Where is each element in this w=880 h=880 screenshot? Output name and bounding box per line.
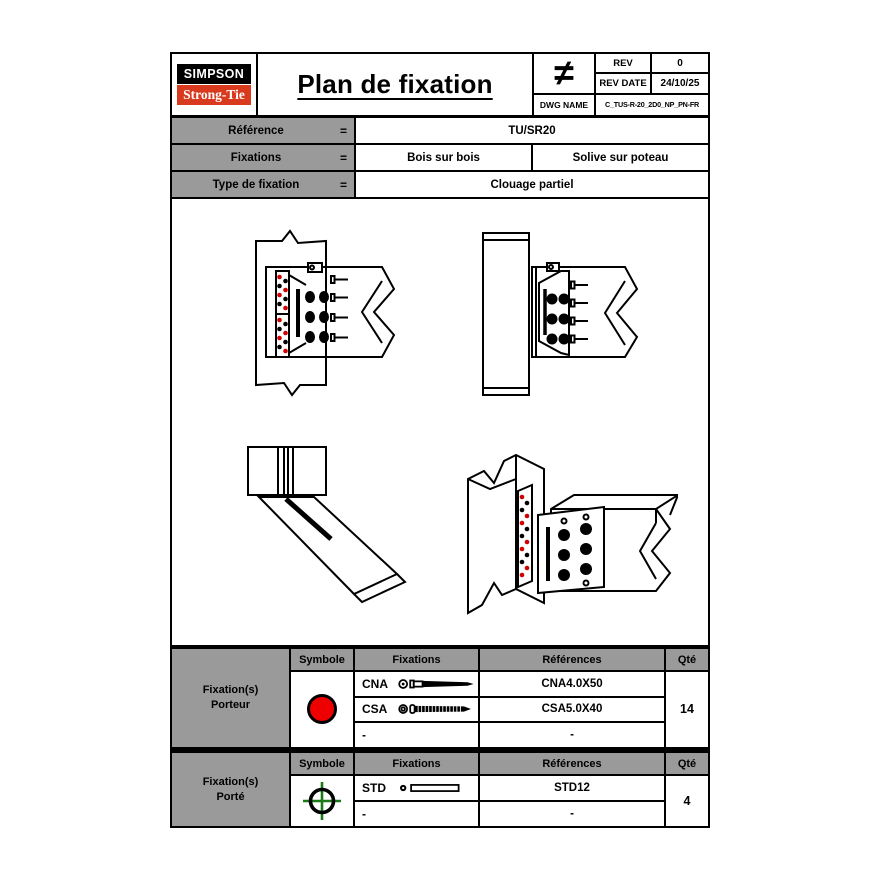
col-header-qte: Qté — [666, 649, 708, 670]
fixation-row-csa: CSA — [355, 697, 478, 722]
dwg-name-label: DWG NAME — [534, 94, 594, 115]
rev-label: REV — [596, 54, 650, 73]
reference-label-cell: Référence = — [172, 118, 356, 143]
reference-empty: - — [480, 802, 664, 826]
porteur-qty: 14 — [666, 672, 708, 747]
reference-csa: CSA5.0X40 — [480, 697, 664, 722]
title-cell: Plan de fixation — [258, 54, 532, 115]
fixation-row-empty: - — [355, 802, 478, 826]
fixation-type-row: Type de fixation = Clouage partiel — [172, 172, 708, 199]
porteur-symbol-cell — [291, 672, 353, 747]
plan-view-drawing — [247, 446, 407, 604]
fixation-row-empty: - — [355, 723, 478, 747]
installed-nails — [305, 291, 329, 343]
fixations-value-1: Bois sur bois — [407, 151, 480, 164]
fixation-code: CNA — [362, 676, 388, 691]
reference-value: TU/SR20 — [508, 124, 556, 137]
drawing-area — [172, 199, 708, 647]
dwg-name-value: C_TUS-R-20_2D0_NP_PN-FR — [596, 94, 708, 115]
col-header-references: Références — [480, 753, 664, 774]
isometric-view-drawing — [467, 453, 678, 615]
fixation-code: - — [362, 807, 366, 821]
table-separator — [172, 747, 708, 751]
fixations-label-cell: Fixations = — [172, 145, 356, 170]
dowel-icon — [399, 784, 460, 792]
porte-fixations-table: Fixation(s) Porté Symbole Fixations Réfé… — [172, 751, 708, 826]
equals-sign: = — [339, 150, 347, 165]
porte-group-label: Fixation(s) Porté — [172, 753, 289, 826]
front-view-drawing — [255, 229, 396, 397]
porteur-group-label: Fixation(s) Porteur — [172, 649, 289, 747]
crosshair-symbol-icon — [303, 782, 341, 820]
porte-qty: 4 — [666, 776, 708, 826]
installed-nails — [546, 293, 570, 345]
nail-icon — [398, 678, 474, 689]
nail-hole-pattern — [277, 274, 288, 354]
col-header-qte: Qté — [666, 753, 708, 774]
logo-simpson: SIMPSON — [177, 64, 251, 84]
revision-block: ≠ REV 0 REV DATE 24/10/25 DWG NAME C_TUS… — [532, 54, 708, 115]
logo-strongtie: Strong-Tie — [177, 85, 251, 105]
page-title: Plan de fixation — [297, 69, 493, 99]
fixations-value-2: Solive sur poteau — [531, 145, 708, 170]
rev-date-value: 24/10/25 — [652, 74, 708, 93]
col-header-fixations: Fixations — [355, 649, 478, 670]
fixations-row: Fixations = Bois sur bois Solive sur pot… — [172, 145, 708, 172]
col-header-fixations: Fixations — [355, 753, 478, 774]
screw-icon — [398, 704, 471, 715]
porteur-fixations-table: Fixation(s) Porteur Symbole Fixations Ré… — [172, 647, 708, 747]
title-block: SIMPSON Strong-Tie Plan de fixation ≠ RE… — [172, 54, 708, 118]
protruding-nails — [570, 280, 588, 344]
col-header-references: Références — [480, 649, 664, 670]
reference-empty: - — [480, 723, 664, 747]
rev-date-label: REV DATE — [596, 74, 650, 93]
reference-row: Référence = TU/SR20 — [172, 118, 708, 145]
fixation-type-label-cell: Type de fixation = — [172, 172, 356, 197]
hole-rings — [560, 513, 590, 587]
col-header-symbole: Symbole — [291, 753, 353, 774]
equals-sign: = — [339, 177, 347, 192]
brand-logo: SIMPSON Strong-Tie — [172, 54, 258, 115]
reference-std: STD12 — [480, 776, 664, 800]
col-header-symbole: Symbole — [291, 649, 353, 670]
protruding-nails — [330, 275, 348, 342]
side-view-drawing — [482, 232, 639, 396]
red-circle-symbol-icon — [307, 694, 337, 725]
fixation-row-std: STD — [355, 776, 478, 800]
fixation-row-cna: CNA — [355, 672, 478, 696]
porte-symbol-cell — [291, 776, 353, 826]
fixation-code: STD — [362, 781, 386, 795]
reference-cna: CNA4.0X50 — [480, 672, 664, 696]
reference-label: Référence — [228, 124, 284, 137]
rev-value: 0 — [652, 54, 708, 73]
fixation-code: - — [362, 728, 366, 743]
fixation-type-label: Type de fixation — [212, 178, 300, 191]
drawing-sheet: SIMPSON Strong-Tie Plan de fixation ≠ RE… — [170, 52, 710, 828]
fixation-type-value: Clouage partiel — [490, 178, 574, 191]
fixations-label: Fixations — [230, 151, 282, 164]
equals-sign: = — [339, 123, 347, 138]
nail-hole-pattern — [519, 494, 530, 578]
projection-symbol-icon: ≠ — [534, 54, 594, 93]
fixation-code: CSA — [362, 702, 388, 717]
installed-nails — [558, 523, 592, 581]
